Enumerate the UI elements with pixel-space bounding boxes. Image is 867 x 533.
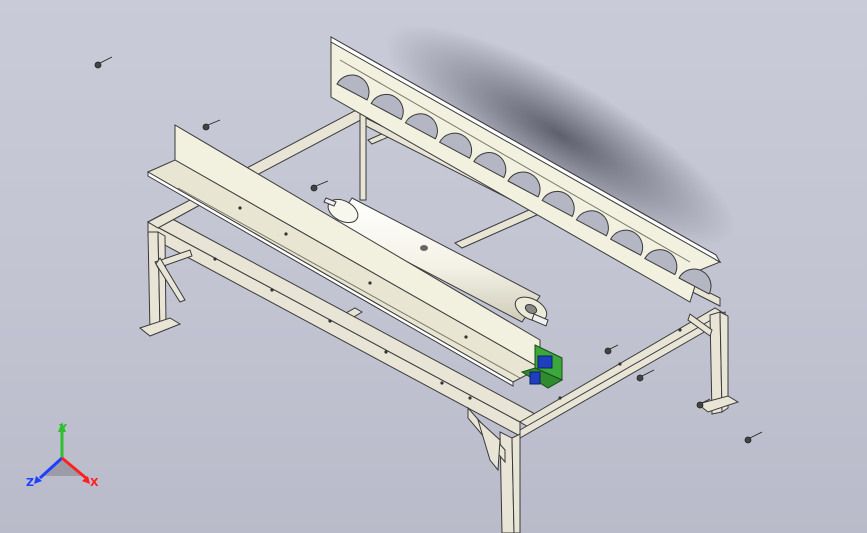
y-axis-label: Y — [58, 422, 68, 435]
bolt-5 — [636, 369, 655, 382]
triad-base — [42, 456, 82, 476]
x-axis-label: X — [90, 476, 99, 489]
bolt-4 — [604, 344, 619, 355]
bolt-hardware — [94, 56, 763, 444]
guard-cutout — [404, 113, 438, 140]
guard-cutout — [575, 210, 609, 237]
bolt-2 — [202, 119, 221, 131]
guard-cutout — [678, 268, 712, 295]
guard-cutout — [473, 152, 507, 179]
orientation-triad[interactable]: Y Z X — [22, 418, 112, 498]
panel-shadow — [384, 24, 736, 246]
bolt-1 — [94, 56, 113, 69]
front-guard-panel — [146, 124, 542, 387]
motor-unit — [529, 355, 553, 385]
y-axis-arrow — [58, 422, 66, 432]
guard-cutout — [438, 132, 473, 159]
z-axis-arrow — [34, 476, 42, 484]
z-axis — [38, 456, 64, 480]
guard-cutout — [541, 190, 575, 218]
rear-guard-cutouts — [336, 74, 712, 295]
z-axis-label: Z — [26, 476, 34, 489]
guard-cutout — [609, 229, 644, 256]
guard-cutout — [507, 171, 541, 198]
bolt-7 — [744, 431, 763, 444]
x-axis — [61, 456, 87, 480]
guard-cutout — [644, 249, 678, 276]
rail-screws — [213, 206, 682, 400]
front-frame — [138, 199, 740, 533]
drive-roller — [323, 197, 549, 327]
bolt-6 — [696, 398, 711, 409]
x-axis-arrow — [82, 476, 90, 484]
guard-cutout — [336, 74, 370, 101]
guard-cutout — [370, 93, 404, 121]
bolt-3 — [310, 180, 329, 192]
